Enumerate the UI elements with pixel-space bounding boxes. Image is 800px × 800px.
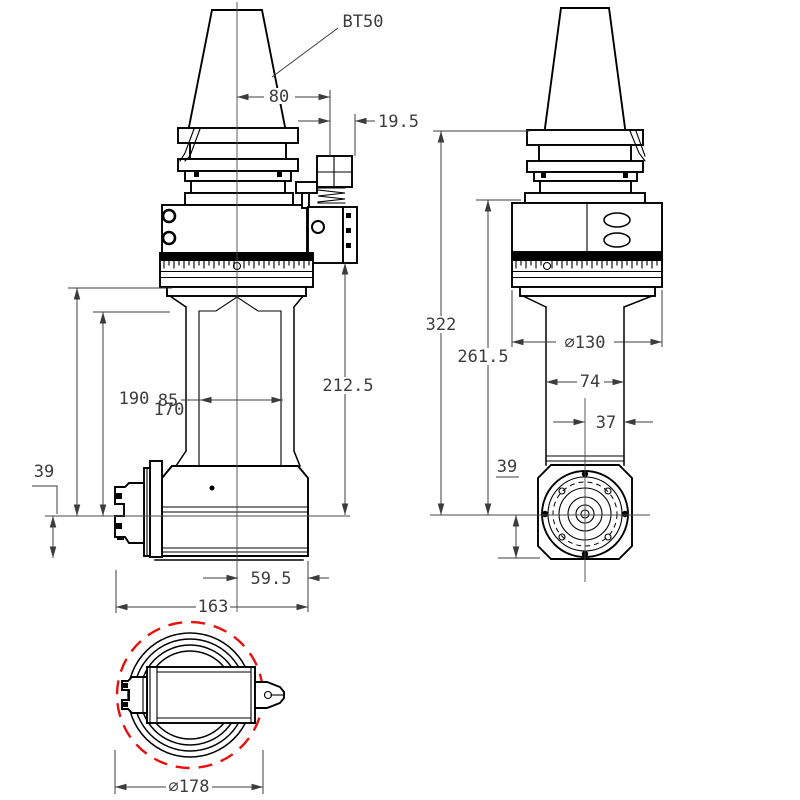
- flange-front: [177, 127, 299, 206]
- svg-text:39: 39: [34, 462, 54, 482]
- scale-ticks: [163, 260, 310, 269]
- taper-label: BT50: [343, 12, 384, 32]
- main-body-side: [511, 202, 663, 253]
- spindle-cap: [149, 460, 163, 558]
- slot-hole-lower: [603, 232, 631, 248]
- neck-column-front: [168, 294, 305, 468]
- svg-text:190: 190: [119, 389, 150, 409]
- graduated-ring-front: [159, 252, 314, 297]
- collet-nut-bottom: [121, 676, 148, 714]
- dim-front-ring-to-center: 212.5: [322, 263, 374, 515]
- dim-front-overall-length: 163: [116, 597, 308, 617]
- head-body-bottom: [121, 666, 285, 724]
- svg-text:322: 322: [426, 315, 457, 335]
- svg-text:37: 37: [596, 413, 616, 433]
- svg-text:39: 39: [497, 457, 517, 477]
- dim-front-center-to-bottom: 39: [32, 462, 58, 558]
- scale-ticks-side: [515, 260, 658, 269]
- flange-side: [524, 129, 646, 204]
- drive-notch-front: [179, 128, 201, 162]
- dim-side-gauge-to-center: 322: [425, 131, 457, 515]
- dim-side-center-to-edge: 37: [553, 413, 653, 433]
- svg-text:212.5: 212.5: [322, 376, 373, 396]
- dim-front-center-to-face: 59.5: [203, 569, 329, 589]
- dim-front-neck-width: 85: [158, 391, 283, 411]
- graduated-ring-side: [511, 252, 663, 297]
- dim-front-body-to-center: 190: [73, 288, 150, 516]
- svg-text:170: 170: [154, 400, 185, 420]
- stop-block-assembly: [295, 155, 358, 264]
- bottom-view: ∅178: [114, 620, 285, 797]
- dim-front-stop-block: 19.5: [298, 112, 419, 132]
- dim-front-neck-to-center: 170: [99, 312, 185, 516]
- dim-front-top-width: 80: [237, 87, 330, 107]
- svg-text:74: 74: [580, 372, 600, 392]
- side-view: 322 261.5 ∅130 74 37: [425, 6, 663, 582]
- drive-notch-side: [629, 130, 646, 162]
- svg-text:∅130: ∅130: [565, 333, 606, 353]
- slot-hole-upper: [603, 212, 631, 228]
- stop-tab-bottom: [254, 681, 285, 709]
- bolt-circle: [552, 481, 618, 547]
- bt50-taper-side: [543, 6, 627, 130]
- svg-text:19.5: 19.5: [378, 112, 419, 132]
- stop-pin: [301, 192, 310, 209]
- dim-bottom-interference-diameter: ∅178: [114, 750, 264, 797]
- side-dimensions: 322 261.5 ∅130 74 37: [425, 130, 663, 559]
- leader-bt50: BT50: [271, 12, 384, 78]
- dim-side-body-diameter: ∅130: [512, 333, 662, 353]
- main-body-front: [161, 204, 308, 254]
- stop-arm: [295, 181, 318, 194]
- collet-nut-front: [114, 482, 145, 544]
- svg-text:261.5: 261.5: [457, 347, 508, 367]
- spring: [317, 187, 346, 204]
- dim-side-center-to-bottom: 39: [496, 457, 520, 558]
- dim-label-178: ∅178: [169, 777, 210, 797]
- front-dimensions: 80 19.5 BT50 190 170: [32, 12, 419, 617]
- dim-side-body-to-center: 261.5: [456, 200, 510, 515]
- svg-text:85: 85: [158, 391, 178, 411]
- svg-text:80: 80: [269, 87, 289, 107]
- head-block-front: [114, 460, 309, 561]
- dim-side-column-width: 74: [546, 372, 624, 392]
- svg-text:59.5: 59.5: [251, 569, 292, 589]
- front-view: 80 19.5 BT50 190 170: [32, 2, 419, 617]
- svg-text:163: 163: [198, 597, 229, 617]
